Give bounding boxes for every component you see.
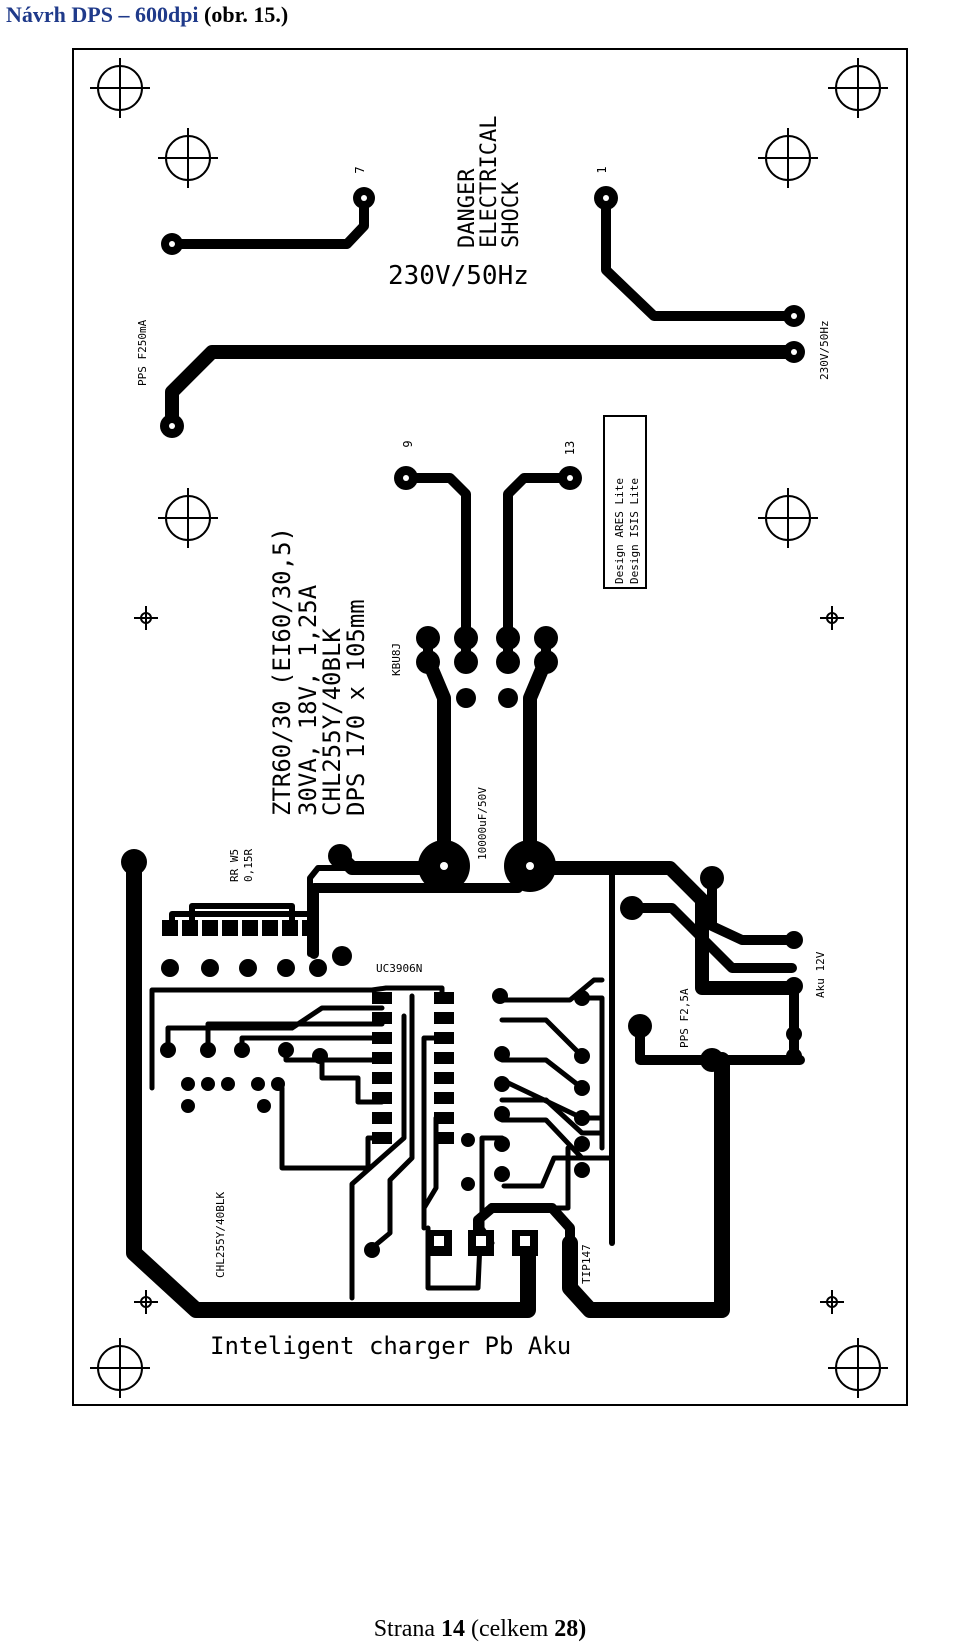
label-pin1: 1 <box>595 166 609 173</box>
track-bridge-minus <box>523 653 553 875</box>
label-transformer-1: ZTR60/30 (EI60/30,5) <box>268 527 296 816</box>
track-resbank-rail <box>307 865 355 957</box>
pad-ground <box>121 849 147 875</box>
track-sense <box>309 863 533 959</box>
label-pin7: 7 <box>353 166 367 173</box>
footer-total-pages: 28) <box>554 1616 587 1642</box>
label-design-2: Design ISIS Lite <box>628 478 641 584</box>
label-pin9: 9 <box>401 440 415 447</box>
label-resistor-1: RR W5 <box>228 849 241 882</box>
track-tip-collector <box>487 1203 575 1248</box>
mark-ml1 <box>158 128 218 188</box>
label-fuse-secondary: PPS F2,5A <box>678 988 691 1048</box>
pad-bridge-6 <box>496 650 520 674</box>
ic-uc3906n-pads <box>372 992 454 1144</box>
label-mains-conn: 230V/50Hz <box>818 320 831 380</box>
pad-fuse2-b <box>700 1048 724 1072</box>
mark-mr2 <box>758 488 818 548</box>
label-warning-3: SHOCK <box>499 181 524 248</box>
pad-bridge-3 <box>454 626 478 650</box>
pad-rail <box>332 946 352 966</box>
track-mains <box>165 345 801 433</box>
pad-fuse2-a <box>628 1014 652 1038</box>
pad-batt-1 <box>785 931 803 949</box>
track-pin13 <box>503 473 575 665</box>
pad-holes <box>169 195 797 870</box>
heading-title: Návrh DPS <box>6 2 113 27</box>
label-heatsink2: CHL255Y/40BLK <box>214 1192 227 1278</box>
label-fuse-primary: PPS F250mA <box>136 319 149 386</box>
label-warning-2: ELECTRICAL <box>477 116 502 248</box>
track-pin7 <box>167 193 369 249</box>
pcb-layout: 7 1 DANGER ELECTRICAL SHOCK 230V/50Hz PP… <box>72 48 908 1406</box>
label-mains: 230V/50Hz <box>388 261 529 291</box>
page-heading: Návrh DPS – 600dpi (obr. 15.) <box>6 2 288 28</box>
pad-bridge-7 <box>534 626 558 650</box>
track-cap-right <box>523 861 799 995</box>
mark-tl <box>90 58 150 118</box>
resistor-array <box>161 920 327 977</box>
registration-marks <box>90 58 888 1398</box>
label-warning-1: DANGER <box>455 168 480 248</box>
footer-mid: (celkem <box>471 1616 549 1642</box>
pad-r-1 <box>700 866 724 890</box>
heading-figure: (obr. 15.) <box>204 2 289 27</box>
pad-batt-3 <box>786 1026 802 1042</box>
mark-mr1 <box>758 128 818 188</box>
pad-batt-4 <box>786 1048 802 1064</box>
pad-r-2 <box>620 896 644 920</box>
mark-tr <box>828 58 888 118</box>
label-design-1: Design ARES Lite <box>613 478 626 584</box>
label-heatsink: CHL255Y/40BLK <box>318 628 346 816</box>
label-ic: UC3906N <box>376 962 422 975</box>
bridge-pad-group <box>423 633 551 665</box>
pad-bridge-10 <box>498 688 518 708</box>
mark-ml2 <box>158 488 218 548</box>
track-pin1 <box>601 193 799 321</box>
track-emitter <box>562 1052 730 1318</box>
track-battery-neg <box>707 875 797 945</box>
silkscreen-text: 7 1 DANGER ELECTRICAL SHOCK 230V/50Hz PP… <box>136 116 831 1360</box>
pad-bridge-5 <box>496 626 520 650</box>
footer-page-number: 14 <box>441 1616 465 1642</box>
pad-bridge-4 <box>454 650 478 674</box>
transistor-tip147-pads <box>426 1230 538 1256</box>
board-outline <box>72 48 908 1406</box>
small-pads <box>160 988 590 1258</box>
heading-resolution: – 600dpi <box>118 2 199 27</box>
track-bridge-plus <box>421 653 451 875</box>
pad-bridge-8 <box>534 650 558 674</box>
copper-pads <box>121 186 805 1072</box>
track-resbank-mid <box>189 903 295 933</box>
label-capacitor: 10000uF/50V <box>476 787 489 860</box>
pad-batt-2 <box>785 977 803 995</box>
label-bridge: KBU8J <box>390 643 403 676</box>
design-box <box>603 415 647 589</box>
pad-res-top <box>328 844 352 868</box>
pad-bridge-1 <box>416 626 440 650</box>
label-resistor-2: 0,15R <box>242 849 255 882</box>
page-footer: Strana 14 (celkem 28) <box>0 1616 960 1643</box>
pad-bridge-9 <box>456 688 476 708</box>
mark-small-4 <box>820 1290 844 1314</box>
footer-prefix: Strana <box>373 1616 435 1642</box>
label-board-title: Inteligent charger Pb Aku <box>210 1332 571 1360</box>
pad-bridge-2 <box>416 650 440 674</box>
label-pin13: 13 <box>563 441 577 455</box>
mark-br <box>828 1338 888 1398</box>
mark-small-2 <box>820 606 844 630</box>
label-transformer-2: 30VA, 18V, 1,25A <box>294 584 322 816</box>
mark-bl <box>90 1338 150 1398</box>
label-pcb-size: DPS 170 x 105mm <box>342 599 370 816</box>
mark-small-3 <box>134 1290 158 1314</box>
track-ground-loop <box>126 860 536 1318</box>
label-transistor: TIP147 <box>580 1244 593 1284</box>
track-cap-right2 <box>627 903 797 973</box>
mark-small-1 <box>134 606 158 630</box>
label-battery: Aku 12V <box>814 951 827 998</box>
track-pin9 <box>401 473 471 665</box>
